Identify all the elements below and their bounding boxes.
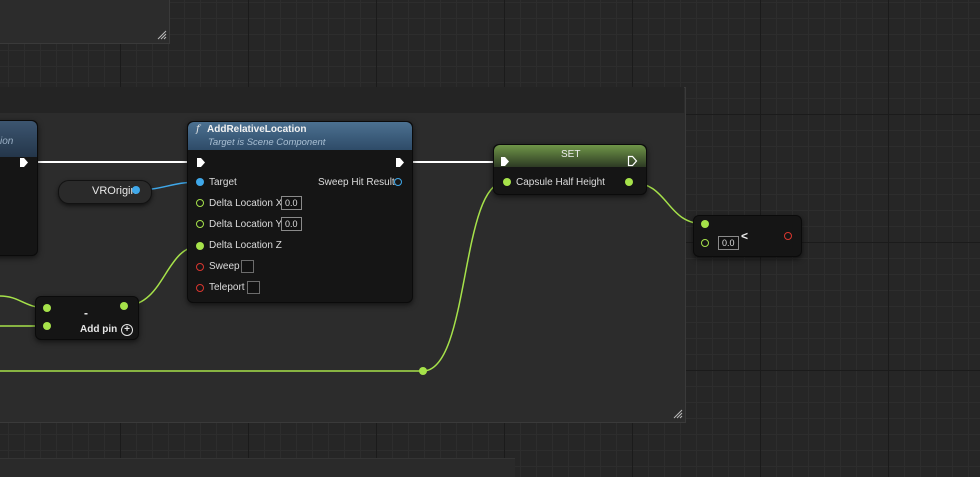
delta-location-y-pin[interactable] bbox=[196, 220, 204, 228]
compare-input-b-pin[interactable] bbox=[701, 239, 709, 247]
delta-location-y-label: Delta Location Y bbox=[209, 219, 283, 230]
bottom-comment-box[interactable] bbox=[0, 458, 515, 477]
partial-node-left[interactable] bbox=[0, 120, 38, 256]
capsule-half-height-label: Capsule Half Height bbox=[516, 177, 605, 188]
add-pin-icon[interactable]: + bbox=[121, 324, 133, 336]
add-pin-label[interactable]: Add pin bbox=[80, 324, 118, 335]
sweep-pin[interactable] bbox=[196, 263, 204, 271]
compare-input-b-value[interactable]: 0.0 bbox=[718, 236, 739, 250]
comment-box-header[interactable] bbox=[0, 87, 684, 113]
exec-in-pin[interactable] bbox=[196, 157, 206, 168]
set-exec-in-pin[interactable] bbox=[500, 156, 510, 167]
comment-box-top[interactable] bbox=[0, 0, 170, 44]
delta-location-x-label: Delta Location X bbox=[209, 198, 283, 209]
teleport-pin[interactable] bbox=[196, 284, 204, 292]
resize-handle-top-comment[interactable] bbox=[157, 30, 167, 40]
target-label: Target bbox=[209, 177, 237, 188]
sweep-label: Sweep bbox=[209, 261, 240, 272]
sweep-hit-result-label: Sweep Hit Result bbox=[318, 177, 395, 188]
subtract-symbol: - bbox=[84, 306, 88, 320]
reroute-knot bbox=[419, 367, 427, 375]
delta-location-x-input[interactable]: 0.0 bbox=[281, 196, 302, 210]
compare-symbol: < bbox=[741, 229, 749, 243]
subtract-output-pin[interactable] bbox=[120, 302, 128, 310]
compare-input-a-pin[interactable] bbox=[701, 220, 709, 228]
target-pin[interactable] bbox=[196, 178, 204, 186]
set-title: SET bbox=[561, 149, 581, 160]
exec-out-pin-left[interactable] bbox=[19, 157, 29, 168]
function-title: AddRelativeLocation bbox=[207, 124, 307, 135]
teleport-checkbox[interactable] bbox=[247, 281, 260, 294]
subtract-input-b-pin[interactable] bbox=[43, 322, 51, 330]
set-exec-out-pin[interactable] bbox=[627, 155, 638, 167]
compare-output-pin[interactable] bbox=[784, 232, 792, 240]
teleport-label: Teleport bbox=[209, 282, 245, 293]
delta-location-z-pin[interactable] bbox=[196, 242, 204, 250]
exec-out-pin[interactable] bbox=[395, 157, 405, 168]
partial-node-subtitle: ion bbox=[0, 136, 14, 147]
delta-location-y-input[interactable]: 0.0 bbox=[281, 217, 302, 231]
delta-location-z-label: Delta Location Z bbox=[209, 240, 282, 251]
float-wire-set bbox=[0, 181, 506, 372]
capsule-half-height-in-pin[interactable] bbox=[503, 178, 511, 186]
vrorigin-output-pin[interactable] bbox=[132, 186, 140, 194]
function-icon: f bbox=[196, 124, 200, 135]
set-node[interactable] bbox=[493, 144, 647, 195]
capsule-half-height-out-pin[interactable] bbox=[625, 178, 633, 186]
compare-less-node[interactable] bbox=[693, 215, 802, 257]
resize-handle-main-comment[interactable] bbox=[673, 409, 683, 419]
delta-location-x-pin[interactable] bbox=[196, 199, 204, 207]
sweep-checkbox[interactable] bbox=[241, 260, 254, 273]
subtract-input-a-pin[interactable] bbox=[43, 304, 51, 312]
sweep-hit-result-pin[interactable] bbox=[394, 178, 402, 186]
function-subtitle: Target is Scene Component bbox=[208, 137, 326, 148]
add-relative-location-node[interactable] bbox=[187, 121, 413, 303]
vrorigin-label: VROrigin bbox=[92, 185, 137, 197]
